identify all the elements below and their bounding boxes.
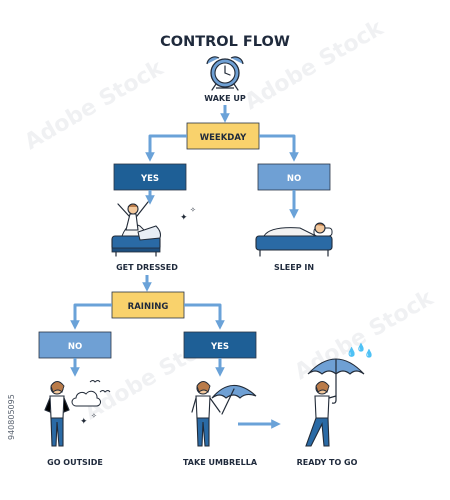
wake-up-label: WAKE UP <box>204 94 246 103</box>
ready-to-go-label: READY TO GO <box>297 458 358 467</box>
no-branch-2: NO <box>38 331 112 359</box>
go-outside-label: GO OUTSIDE <box>47 458 103 467</box>
no-2-label: NO <box>68 342 82 352</box>
take-umbrella-label: TAKE UMBRELLA <box>183 458 258 467</box>
weekday-decision: WEEKDAY <box>186 122 260 150</box>
sparkle-icon: ✧ <box>190 206 196 214</box>
raindrop-icon: 💧 <box>346 346 357 358</box>
watermark-text-1: Adobe Stock <box>21 55 169 155</box>
no-branch-1: NO <box>257 163 331 191</box>
get-dressed-label: GET DRESSED <box>116 263 178 272</box>
sparkle-icon: ✦ <box>80 417 88 427</box>
diagram-title: CONTROL FLOW <box>160 34 290 50</box>
no-1-label: NO <box>287 174 301 184</box>
yes-branch-2: YES <box>183 331 257 359</box>
sparkle-icon: ✦ <box>180 213 188 223</box>
arrow-raining-no <box>70 303 112 330</box>
raindrop-icon: 💧 <box>356 342 366 352</box>
watermark-text-2: Adobe Stock <box>241 15 389 115</box>
walking-person-icon <box>305 358 365 447</box>
raining-label: RAINING <box>128 302 169 312</box>
sleep-in-label: SLEEP IN <box>274 263 314 272</box>
sleeping-person-icon <box>255 222 333 257</box>
yes-2-label: YES <box>210 342 229 352</box>
raindrop-icon: 💧 <box>364 348 374 358</box>
stock-id: 940805095 <box>7 394 16 440</box>
yes-1-label: YES <box>140 174 159 184</box>
sparkle-icon: ✧ <box>91 412 97 420</box>
stretching-person-icon: ✦ ✧ <box>111 201 196 257</box>
arrow-weekday-no <box>259 134 299 162</box>
arrow-weekday-yes <box>145 134 187 162</box>
weekday-label: WEEKDAY <box>200 133 247 143</box>
standing-person-icon <box>44 381 70 447</box>
arrow-raining-yes <box>184 303 225 330</box>
raining-decision: RAINING <box>111 291 185 319</box>
cloud-icon: ✦ ✧ <box>71 380 111 427</box>
yes-branch-1: YES <box>113 163 187 191</box>
rain-icon: 💧 💧 💧 <box>346 342 374 358</box>
alarm-clock-icon <box>206 56 244 91</box>
umbrella-person-icon <box>191 381 257 447</box>
